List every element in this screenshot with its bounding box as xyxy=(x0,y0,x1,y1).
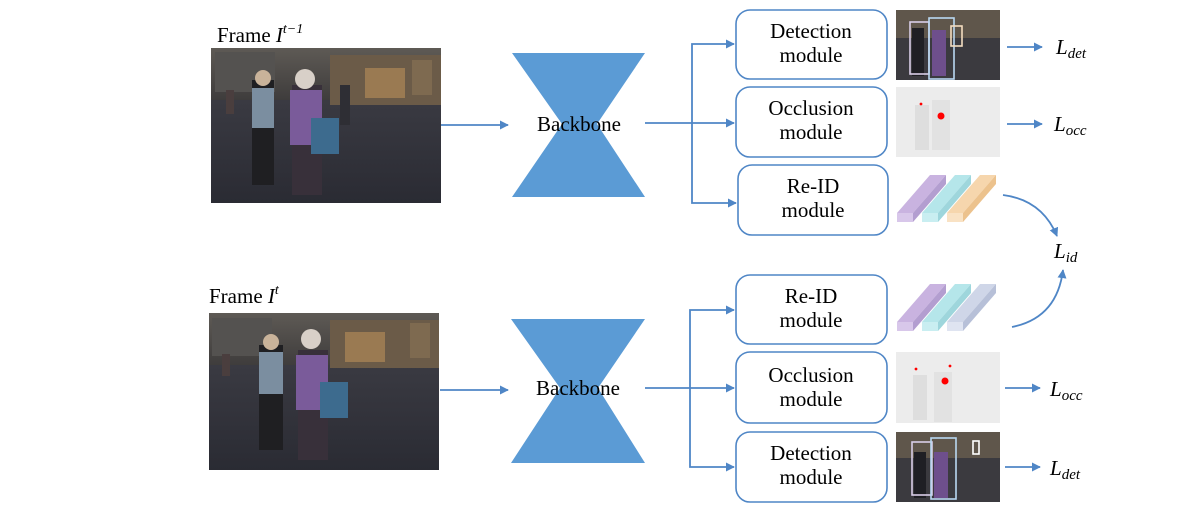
bottom-branch-arrows xyxy=(645,305,735,472)
bottom-occlusion-line1: Occlusion xyxy=(768,363,854,387)
top-detection-output-image xyxy=(896,10,1000,80)
loss-id: Lid xyxy=(1053,239,1078,266)
loss-occ-top: Locc xyxy=(1053,112,1087,139)
top-reid-line2: module xyxy=(782,198,845,222)
backbone-bottom: Backbone xyxy=(511,319,645,463)
top-detection-line1: Detection xyxy=(770,19,852,43)
top-occlusion-line2: module xyxy=(780,120,843,144)
frame-current-label: Frame It xyxy=(209,283,280,308)
frame-current-image xyxy=(209,313,439,470)
top-occlusion-module: Occlusion module xyxy=(735,86,888,158)
top-occlusion-line1: Occlusion xyxy=(768,96,854,120)
top-detection-line2: module xyxy=(780,43,843,67)
bottom-detection-line1: Detection xyxy=(770,441,852,465)
bottom-detection-line2: module xyxy=(780,465,843,489)
bottom-occlusion-output-image xyxy=(896,352,1000,423)
bottom-occlusion-line2: module xyxy=(780,387,843,411)
feature-vector-purple xyxy=(897,284,946,331)
frame-previous-label: Frame It−1 xyxy=(217,22,303,47)
loss-det-top: Ldet xyxy=(1055,35,1087,62)
backbone-top: Backbone xyxy=(512,53,645,197)
feature-vector-gray xyxy=(947,284,996,331)
top-occlusion-output-image xyxy=(896,87,1000,157)
backbone-bottom-label: Backbone xyxy=(536,376,620,400)
top-reid-module: Re-ID module xyxy=(737,164,889,236)
bottom-reid-feature-vectors xyxy=(897,284,996,331)
arrow-reid-top-to-loss-id xyxy=(1002,194,1059,237)
bottom-reid-module: Re-ID module xyxy=(735,274,888,345)
top-detection-module: Detection module xyxy=(735,9,888,80)
loss-occ-bottom: Locc xyxy=(1049,377,1083,404)
feature-vector-cyan xyxy=(922,175,971,222)
feature-vector-cyan xyxy=(922,284,971,331)
feature-vector-purple xyxy=(897,175,946,222)
bottom-detection-output-image xyxy=(896,432,1000,502)
bottom-reid-line2: module xyxy=(780,308,843,332)
bottom-reid-line1: Re-ID xyxy=(785,284,837,308)
arrow-reid-bottom-to-loss-id xyxy=(1011,269,1067,328)
backbone-top-label: Backbone xyxy=(537,112,621,136)
feature-vector-orange xyxy=(947,175,996,222)
bottom-detection-module: Detection module xyxy=(735,431,888,503)
top-reid-line1: Re-ID xyxy=(787,174,839,198)
top-branch-arrows xyxy=(645,39,737,208)
loss-det-bottom: Ldet xyxy=(1049,456,1081,483)
top-reid-feature-vectors xyxy=(897,175,996,222)
bottom-occlusion-module: Occlusion module xyxy=(735,351,888,424)
frame-previous-image xyxy=(211,48,441,203)
